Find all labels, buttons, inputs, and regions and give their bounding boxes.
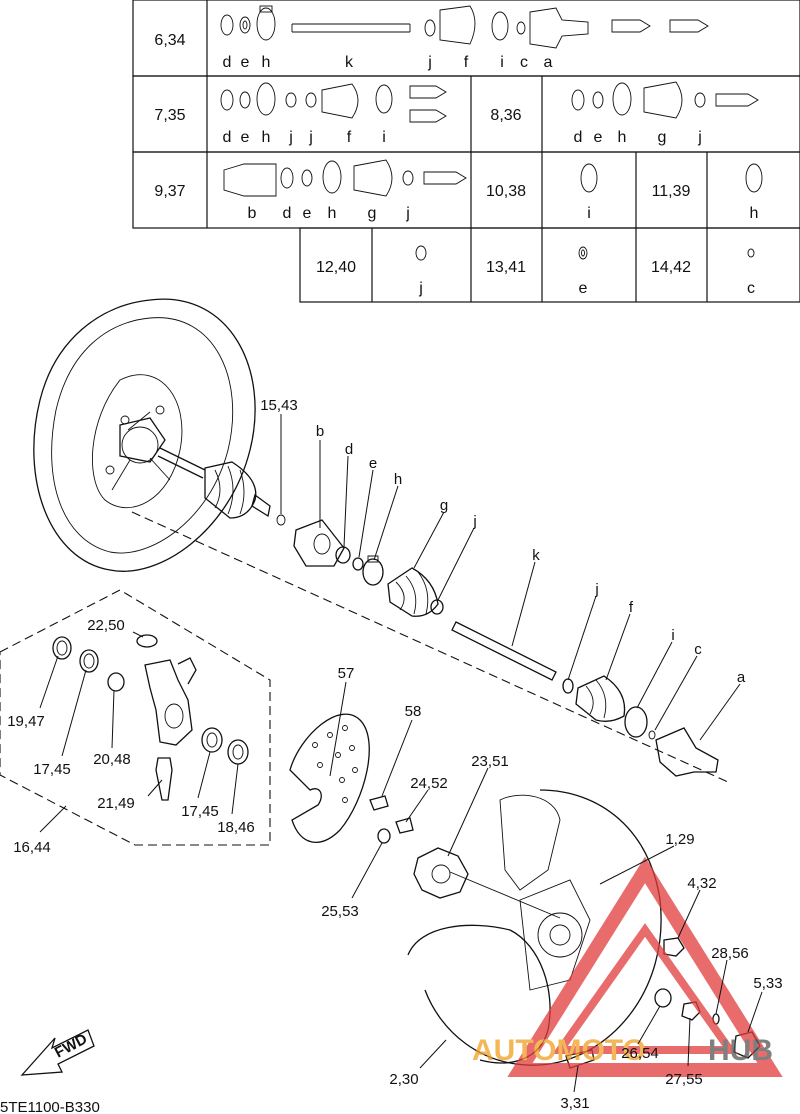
part-letter: f <box>464 54 469 71</box>
callout-h: h <box>394 471 402 488</box>
callout-21-49: 21,49 <box>97 795 135 812</box>
kit-id: 12,40 <box>316 259 356 276</box>
part-letter: c <box>520 54 528 71</box>
wheel-tire <box>33 298 256 572</box>
callout-17-45-left: 17,45 <box>33 761 71 778</box>
part-letter: i <box>587 205 591 222</box>
part-letter: i <box>500 54 504 71</box>
callout-f: f <box>629 599 634 616</box>
callout-23-51: 23,51 <box>471 753 509 770</box>
watermark: AUTOMOTO HUB <box>472 856 783 1077</box>
part-letter: h <box>262 54 271 71</box>
callout-d: d <box>345 441 353 458</box>
callout-28-56: 28,56 <box>711 945 749 962</box>
part-letter: g <box>658 129 667 146</box>
callout-3-31: 3,31 <box>560 1095 589 1112</box>
diagram-code: 5TE1100-B330 <box>0 1099 100 1114</box>
callout-20-48: 20,48 <box>93 751 131 768</box>
callout-27-55: 27,55 <box>665 1071 703 1088</box>
part-letter: j <box>418 280 423 297</box>
callout-1-29: 1,29 <box>665 831 694 848</box>
callout-labels: 15,43 b d e h g j k j f i c a 22,50 57 5… <box>7 397 782 1112</box>
callout-a: a <box>737 669 746 686</box>
part-letter: c <box>747 280 755 297</box>
part-letter: e <box>241 54 250 71</box>
part-letter: g <box>368 205 377 222</box>
part-letter: f <box>347 129 352 146</box>
kit-id: 7,35 <box>154 107 185 124</box>
part-letter: k <box>345 54 354 71</box>
callout-25-53: 25,53 <box>321 903 359 920</box>
callout-18-46: 18,46 <box>217 819 255 836</box>
part-letter: a <box>544 54 553 71</box>
kit-id: 10,38 <box>486 183 526 200</box>
brake-disc-hub <box>289 713 561 919</box>
callout-58: 58 <box>405 703 422 720</box>
callout-4-32: 4,32 <box>687 875 716 892</box>
watermark-text-part2: HUB <box>708 1034 773 1067</box>
part-letter: e <box>241 129 250 146</box>
callout-e: e <box>369 455 377 472</box>
callout-j2: j <box>594 581 598 598</box>
kit-id: 13,41 <box>486 259 526 276</box>
callout-c: c <box>694 641 702 658</box>
front-wheel <box>407 789 761 1069</box>
part-letter: j <box>427 54 432 71</box>
callout-26-54: 26,54 <box>621 1045 659 1062</box>
driveshaft-assembly <box>119 417 729 783</box>
part-letter: d <box>223 54 232 71</box>
callout-24-52: 24,52 <box>410 775 448 792</box>
leader-lines <box>39 414 763 1093</box>
part-letter: j <box>697 129 702 146</box>
part-letter: e <box>579 280 588 297</box>
part-letter: e <box>303 205 312 222</box>
part-letter: e <box>594 129 603 146</box>
callout-b: b <box>316 423 324 440</box>
part-letter: d <box>223 129 232 146</box>
callout-2-30: 2,30 <box>389 1071 418 1088</box>
callout-57: 57 <box>338 665 355 682</box>
kit-id: 8,36 <box>490 107 521 124</box>
callout-i: i <box>671 627 674 644</box>
callout-15-43: 15,43 <box>260 397 298 414</box>
kit-row-7-35-parts <box>220 82 447 123</box>
part-letter: h <box>262 129 271 146</box>
kit-id: 14,42 <box>651 259 691 276</box>
kit-row-9-37-parts <box>223 159 467 197</box>
kit-id: 11,39 <box>652 183 691 200</box>
callout-g: g <box>440 497 448 514</box>
part-letter: h <box>618 129 627 146</box>
kit-id: 6,34 <box>154 32 185 49</box>
fwd-arrow: FWD <box>20 1029 95 1076</box>
watermark-text-part1: AUTOMOTO <box>472 1034 646 1067</box>
callout-17-45-right: 17,45 <box>181 803 219 820</box>
kit-table: 6,34 7,35 8,36 9,37 10,38 11,39 12,40 13… <box>132 0 800 303</box>
kit-row-6-34-parts <box>220 5 709 49</box>
part-letter: i <box>382 129 386 146</box>
part-letter: d <box>574 129 583 146</box>
part-letter: b <box>248 205 257 222</box>
part-letter: d <box>283 205 292 222</box>
callout-j: j <box>472 513 476 530</box>
callout-19-47: 19,47 <box>7 713 45 730</box>
part-letter: j <box>288 129 293 146</box>
callout-5-33: 5,33 <box>753 975 782 992</box>
callout-22-50: 22,50 <box>87 617 125 634</box>
part-letter: j <box>308 129 313 146</box>
callout-k: k <box>532 547 540 564</box>
knuckle-group <box>0 589 271 846</box>
part-letter: h <box>750 205 759 222</box>
part-letter: h <box>328 205 337 222</box>
kit-row-8-36-parts <box>571 81 759 119</box>
kit-id: 9,37 <box>154 183 185 200</box>
callout-16-44: 16,44 <box>13 839 51 856</box>
part-letter: j <box>405 205 410 222</box>
